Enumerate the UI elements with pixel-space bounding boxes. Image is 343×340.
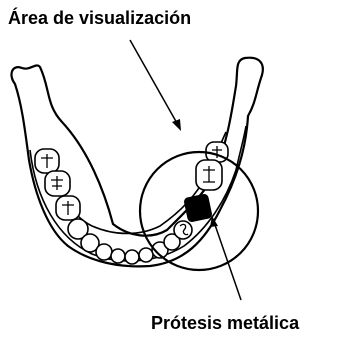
tooth	[96, 244, 112, 260]
viewing-area-arrowhead	[172, 119, 181, 131]
viewing-area-pointer-line	[130, 40, 178, 125]
metal-prosthesis	[184, 194, 212, 222]
tooth	[125, 250, 139, 264]
prosthesis-pointer-line	[214, 222, 241, 300]
tooth	[111, 249, 125, 263]
tooth	[139, 248, 153, 262]
viewing-area-label: Área de visualización	[8, 9, 191, 27]
metal-prosthesis-label: Prótesis metálica	[151, 314, 299, 332]
